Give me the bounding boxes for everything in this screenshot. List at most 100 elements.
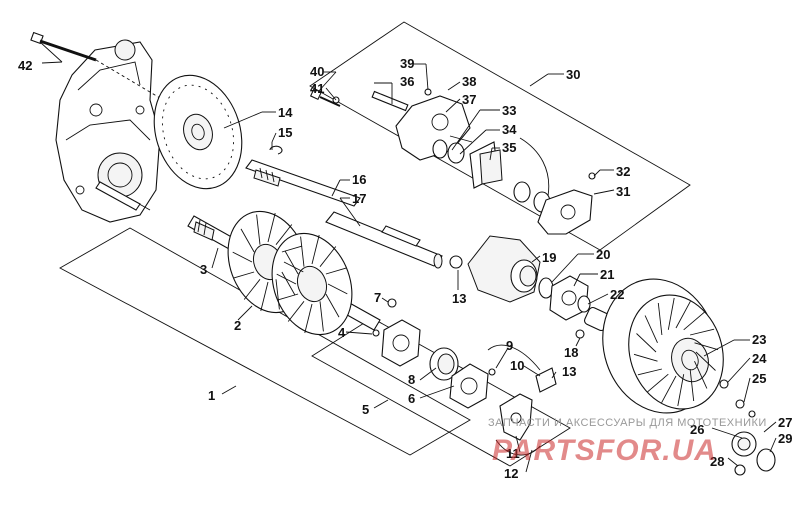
sprocket-tooth (281, 271, 296, 296)
clutch-fin (661, 375, 677, 403)
piston-ring-33b (513, 181, 531, 203)
sprocket-tooth (325, 293, 340, 318)
callout-16: 16 (352, 172, 366, 187)
brake-disc-14 (153, 74, 243, 190)
bolt-7 (387, 298, 397, 308)
callout-40: 40 (310, 64, 324, 79)
callout-28: 28 (710, 454, 724, 469)
callout-13a: 13 (452, 291, 466, 306)
callout-30: 30 (566, 67, 580, 82)
callout-24: 24 (752, 351, 767, 366)
sprocket-tooth (256, 214, 261, 245)
oring-27 (734, 464, 746, 476)
callout-4: 4 (338, 325, 346, 340)
clutch-fin (647, 373, 669, 393)
leader-lines (39, 41, 777, 473)
sensor-wire-10 (487, 344, 541, 371)
bearing-19 (510, 259, 538, 293)
flange-plate-6b (449, 363, 489, 409)
spacer-22a (577, 295, 591, 313)
cap-29 (756, 448, 776, 472)
callout-36: 36 (400, 74, 414, 89)
callout-37: 37 (462, 92, 476, 107)
sprocket-tooth (233, 271, 255, 279)
callout-6: 6 (408, 391, 415, 406)
caliper-guide-lines (449, 135, 550, 197)
watermark-caption: ЗАПЧАСТИ И АКСЕССУАРЫ ДЛЯ МОТОТЕХНИКИ (488, 417, 767, 429)
callout-22: 22 (610, 287, 624, 302)
seal-33 (432, 139, 448, 159)
washer-24 (719, 379, 729, 389)
clutch-fin (633, 353, 658, 362)
callout-41: 41 (310, 81, 324, 96)
bolt-26 (748, 410, 756, 418)
clutch-fin (637, 368, 663, 376)
bolt-42 (30, 31, 161, 99)
callout-12: 12 (504, 466, 518, 481)
nut-13a (449, 255, 463, 269)
circlip-15 (269, 145, 283, 155)
sprocket-tooth (277, 293, 299, 301)
sprocket-tooth (327, 283, 348, 295)
callout-2: 2 (234, 318, 241, 333)
washer-9 (488, 368, 496, 376)
clutch-fin (689, 368, 695, 402)
bearing-8 (429, 347, 459, 381)
callout-9: 9 (506, 338, 513, 353)
group-box-1 (59, 227, 471, 456)
callout-29: 29 (778, 431, 792, 446)
callout-25: 25 (752, 371, 766, 386)
long-shaft-17 (325, 211, 443, 269)
sprocket-teeth (232, 212, 348, 334)
washer-25 (735, 399, 745, 409)
nut-28 (731, 431, 757, 457)
sprocket-tooth (325, 267, 347, 275)
callout-13b: 13 (562, 364, 576, 379)
sprocket-tooth (275, 279, 280, 310)
piston-34 (447, 142, 465, 164)
callout-19: 19 (542, 250, 556, 265)
callout-34: 34 (502, 122, 517, 137)
bracket-13b (535, 367, 557, 393)
clutch-fin (667, 297, 675, 330)
callout-27: 27 (778, 415, 792, 430)
callout-1: 1 (208, 388, 215, 403)
flange-plate-6a (381, 319, 421, 367)
callout-15: 15 (278, 125, 292, 140)
sprocket-tooth (319, 246, 337, 267)
callout-23: 23 (752, 332, 766, 347)
clutch-fin (694, 342, 719, 351)
clutch-fin (694, 361, 708, 389)
callout-11: 11 (506, 446, 520, 461)
drive-sprocket-2b (271, 232, 353, 336)
clutch-fin (657, 302, 663, 336)
callout-7: 7 (374, 290, 381, 305)
clutch-fin (683, 311, 705, 331)
callout-21: 21 (600, 267, 614, 282)
sprocket-tooth (267, 212, 276, 243)
sprocket-tooth (287, 301, 305, 322)
upper-shaft-16 (245, 159, 361, 207)
clutch-fin (677, 374, 685, 407)
washer-4 (372, 329, 380, 337)
pin-36 (371, 90, 409, 112)
clutch-fin (689, 328, 715, 336)
callout-39: 39 (400, 56, 414, 71)
callout-31: 31 (616, 184, 630, 199)
caliper-half-31 (537, 189, 593, 235)
clutch-fin (695, 351, 716, 371)
callout-18: 18 (564, 345, 578, 360)
callout-35: 35 (502, 140, 516, 155)
callout-10: 10 (510, 358, 524, 373)
callout-33: 33 (502, 103, 516, 118)
callout-8: 8 (408, 372, 415, 387)
callout-42: 42 (18, 58, 32, 73)
sensor-cable-12 (495, 439, 541, 456)
sprocket-tooth (232, 251, 253, 263)
sprocket-tooth (240, 228, 255, 253)
watermark-logo: PARTSFOR.UA (492, 434, 717, 467)
clutch-cooling-fins (633, 297, 719, 407)
callout-38: 38 (462, 74, 476, 89)
sprocket-tooth (275, 224, 293, 245)
sprocket-tooth (311, 234, 320, 265)
